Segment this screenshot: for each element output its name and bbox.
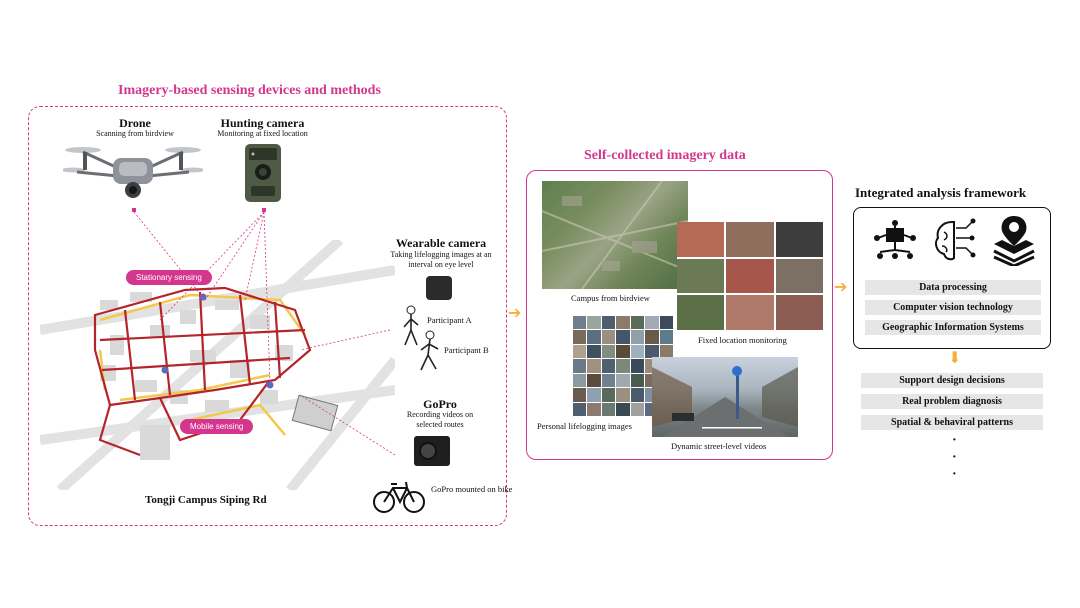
fixed-caption: Fixed location monitoring xyxy=(698,335,787,345)
bicycle-icon xyxy=(373,478,425,514)
walker-icon xyxy=(401,305,421,347)
ellipsis-dot: · xyxy=(952,433,957,448)
participant-a-label: Participant A xyxy=(427,315,472,325)
mobile-sensing-label: Mobile sensing xyxy=(180,419,254,434)
outcome-item: Real problem diagnosis xyxy=(861,394,1043,409)
arrow-down-icon: ⬇ xyxy=(948,350,962,367)
drone-icon xyxy=(63,140,203,204)
stationary-sensing-label: Stationary sensing xyxy=(126,270,212,285)
brain-icon xyxy=(930,216,980,266)
outcome-item: Spatial & behaviral patterns xyxy=(861,415,1043,430)
middle-panel-title: Self-collected imagery data xyxy=(584,148,746,163)
participant-b-label: Participant B xyxy=(444,345,489,355)
walker-icon xyxy=(418,330,442,372)
arrow-right-icon: ➔ xyxy=(508,305,522,322)
wearable-camera-title: Wearable camera xyxy=(395,236,487,250)
map-caption: Tongji Campus Siping Rd xyxy=(145,494,267,506)
method-item: Geographic Information Systems xyxy=(865,320,1041,335)
connector-lines xyxy=(133,211,396,456)
gopro-subtitle: Recording videos on selected routes xyxy=(406,410,474,429)
arrow-right-icon: ➔ xyxy=(834,279,848,296)
drone-subtitle: Scanning from birdview xyxy=(96,129,174,138)
right-panel-frame xyxy=(853,207,1051,349)
birdview-image xyxy=(542,181,688,289)
wearable-camera-subtitle: Taking lifelogging images at an interval… xyxy=(390,250,492,269)
lifelogging-mosaic xyxy=(573,316,673,416)
method-item: Data processing xyxy=(865,280,1041,295)
lifelog-caption: Personal lifelogging images xyxy=(537,421,632,431)
fixed-monitoring-grid xyxy=(677,222,823,330)
gopro-icon xyxy=(414,436,450,466)
outcome-item: Support design decisions xyxy=(861,373,1043,388)
ellipsis-dot: · xyxy=(952,450,957,465)
street-caption: Dynamic street-level videos xyxy=(671,441,767,451)
middle-panel-frame xyxy=(526,170,833,460)
hunting-camera-icon xyxy=(243,142,283,204)
wearable-camera-icon xyxy=(426,276,452,300)
drone-marker xyxy=(132,208,136,212)
gopro-title: GoPro xyxy=(423,397,457,411)
drone-title: Drone xyxy=(119,116,151,130)
right-panel-title: Integrated analysis framework xyxy=(855,185,1027,200)
street-video-frame xyxy=(652,357,798,437)
network-icon xyxy=(872,218,918,264)
ellipsis-dot: · xyxy=(952,467,957,482)
campus-map xyxy=(40,240,395,490)
hunting-camera-subtitle: Monitoring at fixed location xyxy=(217,129,308,138)
left-panel-title: Imagery-based sensing devices and method… xyxy=(118,83,381,98)
method-item: Computer vision technology xyxy=(865,300,1041,315)
birdview-caption: Campus from birdview xyxy=(571,293,650,303)
gopro-bike-label: GoPro mounted on bike xyxy=(431,484,513,494)
left-panel-frame xyxy=(28,106,507,526)
hunting-camera-title: Hunting camera xyxy=(220,116,305,130)
camera-marker xyxy=(262,208,266,212)
map-layers-icon xyxy=(990,214,1038,266)
